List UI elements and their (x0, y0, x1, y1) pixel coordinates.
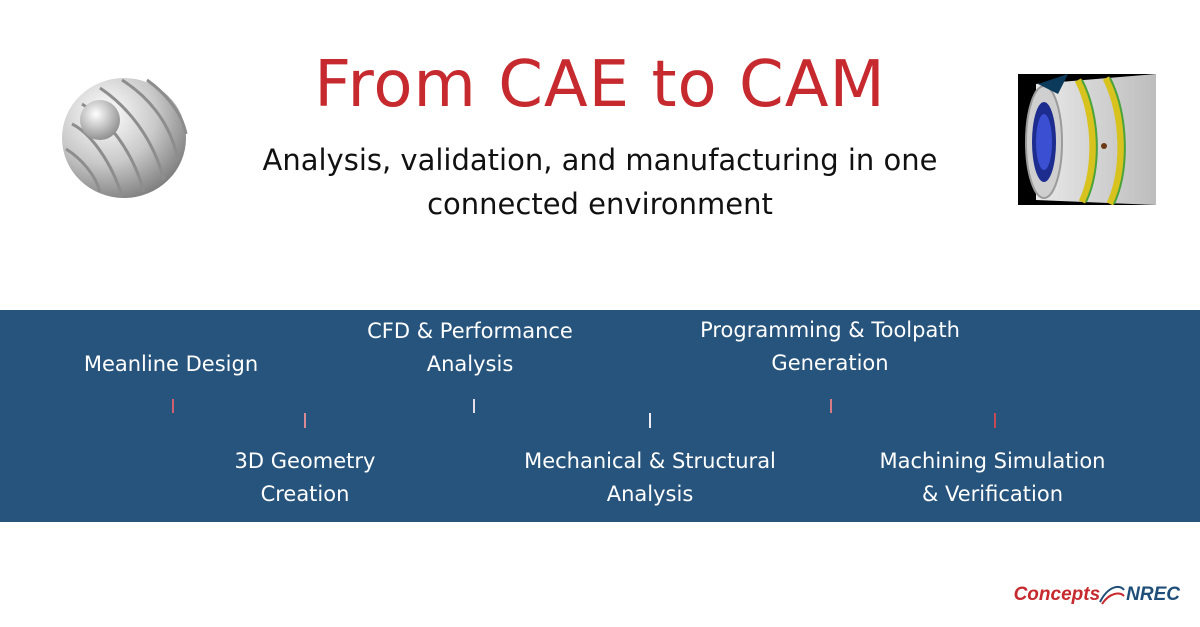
logo-text-concepts: Concepts (1013, 584, 1101, 605)
step-cfd-performance: CFD & Performance Analysis (340, 315, 600, 381)
step-label-line1: Programming & Toolpath (700, 318, 960, 342)
logo-swoosh-icon (1099, 585, 1125, 605)
step-label-line2: & Verification (921, 482, 1064, 506)
concepts-nrec-logo: Concepts NREC (1014, 580, 1180, 610)
logo-text-nrec: NREC (1126, 584, 1180, 605)
machining-simulation-image (1018, 74, 1156, 205)
step-label-line1: Machining Simulation (879, 449, 1106, 473)
page-subtitle: Analysis, validation, and manufacturing … (200, 138, 1000, 226)
step-3d-geometry: 3D Geometry Creation (200, 445, 410, 511)
impeller-image (52, 64, 192, 204)
step-mechanical-structural: Mechanical & Structural Analysis (495, 445, 805, 511)
step-programming-toolpath: Programming & Toolpath Generation (660, 314, 1000, 380)
step-label-line2: Analysis (606, 482, 694, 506)
subtitle-line-2: connected environment (427, 187, 773, 221)
step-label-line2: Generation (771, 351, 889, 375)
timeline-axis (148, 399, 1022, 428)
step-label-line1: Mechanical & Structural (524, 449, 776, 473)
step-label-line1: CFD & Performance (367, 319, 573, 343)
step-label-line2: Analysis (426, 352, 514, 376)
step-label-line1: Meanline Design (83, 352, 259, 376)
page-title: From CAE to CAM (314, 48, 886, 122)
step-label-line2: Creation (260, 482, 350, 506)
step-label-line1: 3D Geometry (234, 449, 376, 473)
step-machining-simulation: Machining Simulation & Verification (845, 445, 1140, 511)
process-timeline-band: Meanline Design CFD & Performance Analys… (0, 310, 1200, 522)
step-meanline-design: Meanline Design (60, 348, 282, 381)
subtitle-line-1: Analysis, validation, and manufacturing … (262, 143, 938, 177)
